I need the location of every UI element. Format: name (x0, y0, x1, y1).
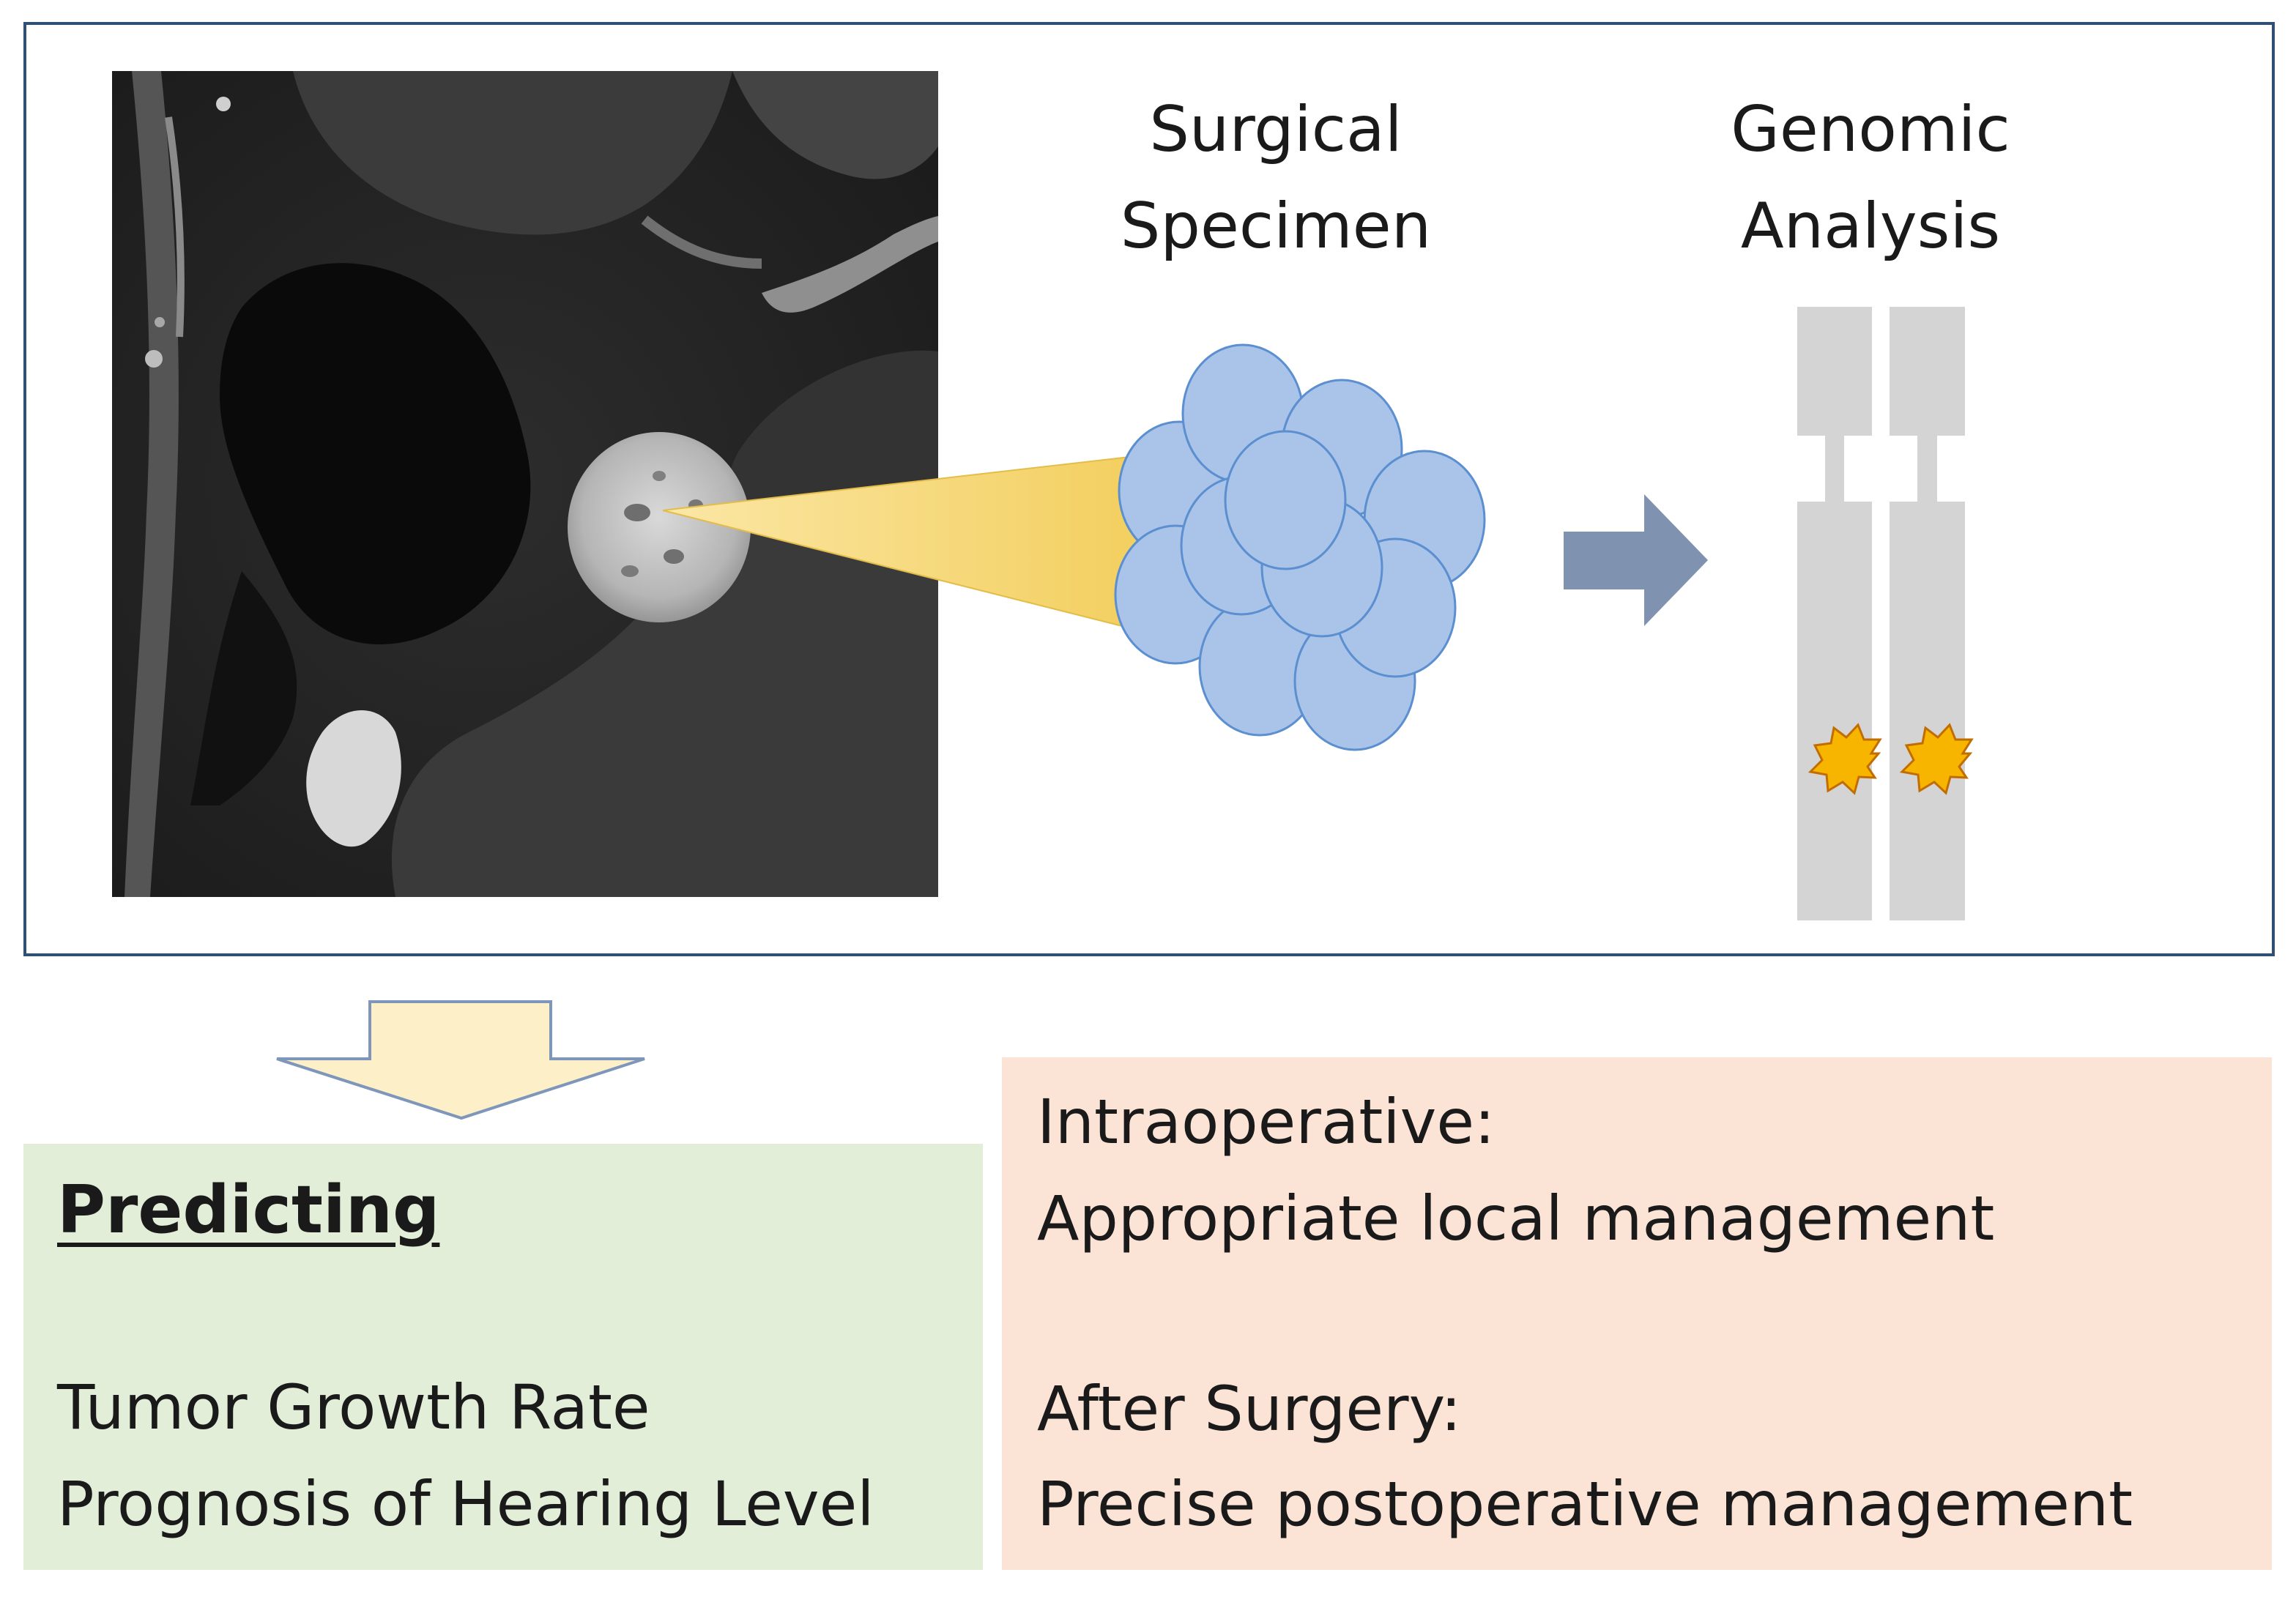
label-specimen: Specimen (1120, 190, 1432, 263)
chromosome-right-upper (1890, 307, 1965, 436)
down-arrow-icon (276, 1000, 645, 1120)
mri-scan-image (112, 71, 938, 897)
tumor-region (568, 432, 751, 622)
chromosome-pair (1797, 307, 1965, 920)
management-box (1002, 1057, 2272, 1570)
intraoperative-label: Intraoperative: (1037, 1086, 1496, 1158)
label-surgical: Surgical (1149, 93, 1403, 166)
label-analysis: Analysis (1740, 190, 2001, 263)
label-genomic: Genomic (1731, 93, 2010, 166)
predicting-item-growth-rate: Tumor Growth Rate (57, 1371, 650, 1443)
chromosome-left-upper (1797, 307, 1872, 436)
after-surgery-label: After Surgery: (1037, 1373, 1462, 1445)
mutation-star-icon (1899, 723, 1974, 795)
intraoperative-text: Appropriate local management (1037, 1183, 1995, 1254)
right-arrow-icon (1564, 494, 1708, 626)
predicting-box (23, 1144, 983, 1570)
predicting-item-hearing: Prognosis of Hearing Level (57, 1468, 874, 1540)
mutation-star-icon (1808, 723, 1882, 795)
chromosome-left-lower (1797, 502, 1872, 920)
surgical-specimen-cells (1114, 343, 1486, 751)
chromosome-right-lower (1890, 502, 1965, 920)
after-surgery-text: Precise postoperative management (1037, 1468, 2133, 1540)
predicting-heading: Predicting (57, 1172, 440, 1248)
